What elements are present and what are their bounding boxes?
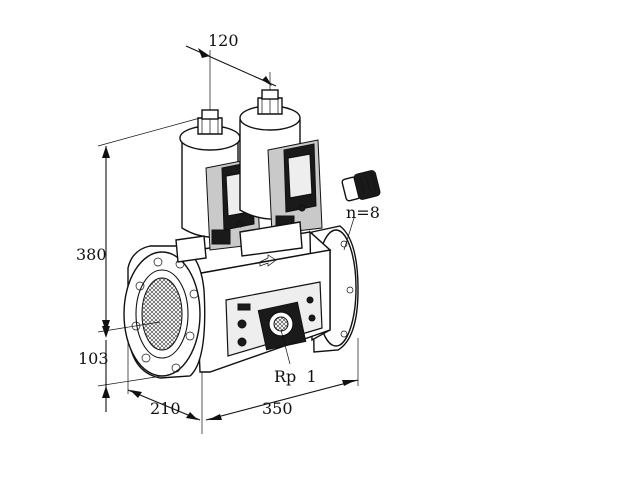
flow-arrow-icon [259,254,277,267]
dimension-lines [97,45,359,434]
bolt-count-label: n=8 [346,203,380,222]
thread-size-label: Rp 1 [274,367,317,386]
cable-gland-icon [341,170,381,202]
dim-top-width-label: 120 [208,31,239,50]
gas-valve-drawing [123,89,359,379]
dim-length-label: 350 [262,399,293,418]
dim-depth-label: 210 [150,399,181,418]
dim-height-label: 380 [76,245,107,264]
dim-flange-offset-label: 103 [78,349,109,368]
